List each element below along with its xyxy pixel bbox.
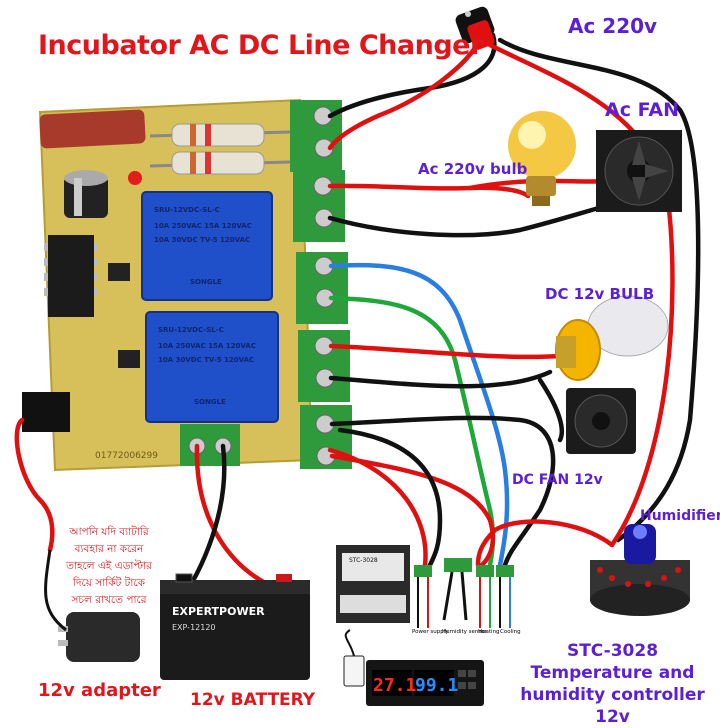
adapter-image — [44, 549, 140, 662]
relay-2-rating-a: 10A 250VAC 15A 120VAC — [158, 342, 256, 350]
electrolytic-capacitor — [64, 170, 108, 218]
label-dc-fan: DC FAN 12v — [512, 472, 603, 488]
dc-bulb-image — [555, 295, 669, 381]
battery-image: EXPERTPOWER EXP-12120 — [160, 573, 310, 680]
transistor-2 — [118, 350, 140, 368]
bangla-note-line: সচল রাখতে পারে — [71, 594, 147, 606]
relay-1-model: SRU-12VDC-SL-C — [154, 206, 220, 214]
label-adapter: 12v adapter — [38, 680, 161, 701]
controller-unit: STC-3028 27.1 99.1 — [336, 545, 514, 706]
terminal-label-cooling: Cooling — [500, 629, 521, 635]
terminal-block-bottom — [180, 424, 240, 466]
controller-model: STC-3028 — [349, 557, 378, 564]
humidity-display: 99.1 — [415, 675, 458, 696]
board-phone: 01772006299 — [95, 451, 158, 461]
dc-jack — [22, 392, 70, 432]
dc-fan-image — [566, 388, 636, 454]
battery-model: EXP-12120 — [172, 623, 216, 632]
bangla-note-line: দিয়ে সার্কিট টাকে — [73, 577, 145, 589]
label-humidifier: Humidifier — [640, 508, 720, 524]
terminal-label-humidity: Humidity sensor — [442, 629, 487, 635]
pcb-board: SRU-12VDC-SL-C 10A 250VAC 15A 120VAC 10A… — [22, 98, 352, 472]
resistors — [149, 123, 291, 175]
label-dc-bulb: DC 12v BULB — [545, 285, 655, 303]
label-ac-fan: Ac FAN — [605, 99, 679, 121]
transistor-1 — [108, 263, 130, 281]
terminal-blocks-right — [290, 100, 352, 469]
relay-1-rating-b: 10A 30VDC TV-5 120VAC — [154, 236, 250, 244]
bangla-note-line: তাহলে এই এডাপ্টার — [66, 560, 152, 572]
led — [128, 171, 142, 185]
ac-mains-plug — [455, 6, 495, 50]
page-title: Incubator AC DC Line Changer — [38, 30, 483, 61]
film-capacitor — [39, 109, 146, 149]
relay-1: SRU-12VDC-SL-C 10A 250VAC 15A 120VAC 10A… — [141, 191, 273, 301]
terminal-label-power: Power supply — [412, 629, 449, 635]
bangla-note-line: ব্যবহার না করেন — [74, 543, 144, 555]
relay-2-model: SRU-12VDC-SL-C — [158, 326, 224, 334]
label-ac-220v: Ac 220v — [568, 14, 658, 38]
battery-brand: EXPERTPOWER — [172, 605, 265, 618]
temp-display: 27.1 — [373, 675, 416, 696]
label-controller: STC-3028 Temperature and humidity contro… — [520, 641, 705, 727]
bangla-note: আপনি যদি ব্যাটারি ব্যবহার না করেন তাহলে … — [54, 524, 164, 609]
label-battery: 12v BATTERY — [190, 690, 316, 710]
humidifier-image — [590, 524, 690, 616]
relay-2-brand: SONGLE — [194, 398, 226, 406]
label-ac-bulb: Ac 220v bulb — [418, 160, 528, 178]
terminal-label-heating: Heating — [478, 629, 500, 635]
ac-bulb-image — [508, 111, 576, 206]
relay-1-rating-a: 10A 250VAC 15A 120VAC — [154, 222, 252, 230]
ac-fan-image — [596, 130, 682, 212]
bangla-note-line: আপনি যদি ব্যাটারি — [69, 526, 149, 538]
relay-1-brand: SONGLE — [190, 278, 222, 286]
ic-chip — [44, 235, 98, 317]
relay-2-rating-b: 10A 30VDC TV-5 120VAC — [158, 356, 254, 364]
relay-2: SRU-12VDC-SL-C 10A 250VAC 15A 120VAC 10A… — [145, 311, 279, 423]
